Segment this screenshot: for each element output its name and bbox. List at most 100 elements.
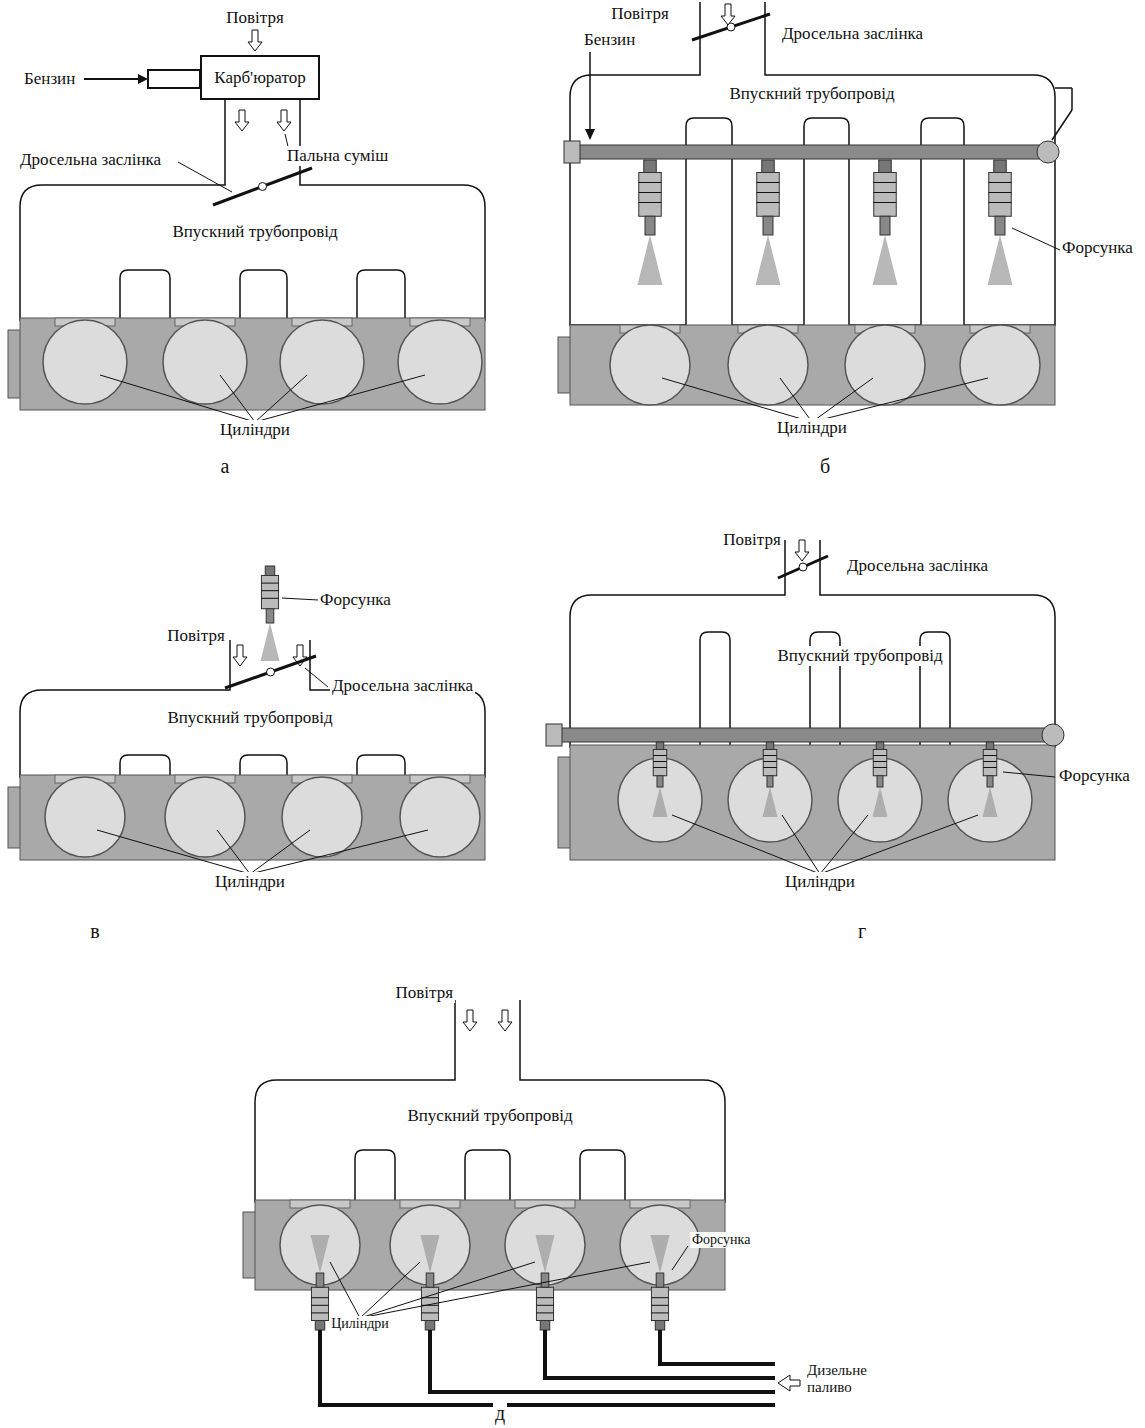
vacuum-line — [1071, 88, 1073, 110]
leader-line — [360, 1262, 650, 1318]
throttle-axis — [259, 183, 267, 191]
part-label: Повітря — [721, 530, 782, 550]
fuel-spray — [536, 1235, 555, 1273]
fuel-rail — [578, 145, 1040, 159]
cylinder — [728, 325, 808, 405]
injector-band — [639, 202, 662, 203]
air-arrow — [233, 645, 247, 666]
injector-band — [983, 767, 997, 768]
injector-nozzle — [767, 776, 773, 787]
injector-body — [873, 750, 887, 776]
injector-band — [757, 182, 780, 183]
injector-body — [261, 576, 278, 609]
leader-line — [820, 815, 978, 874]
part-label: Дросельна заслінка — [845, 556, 990, 576]
injector-band — [651, 1312, 668, 1313]
injector-body — [874, 173, 897, 217]
injector-band — [651, 1305, 668, 1306]
throttle-axis — [799, 563, 807, 571]
injector-band — [536, 1305, 553, 1306]
panel-letter: в — [88, 920, 101, 943]
part-label: Циліндри — [329, 1316, 391, 1332]
cylinder — [505, 1205, 585, 1285]
injector-inlet — [425, 1321, 435, 1331]
part-label: Форсунка — [1060, 238, 1135, 258]
cylinder — [163, 320, 247, 404]
pressure-regulator — [1037, 141, 1059, 163]
injector-body — [536, 1287, 553, 1320]
injector-inlet — [766, 742, 774, 750]
fuel-inlet — [148, 70, 200, 88]
cylinder — [400, 777, 480, 857]
injector-band — [653, 761, 667, 762]
injector-body — [639, 173, 662, 217]
part-label: Впускний трубопровід — [170, 222, 339, 242]
injector-band — [311, 1312, 328, 1313]
part-label: Форсунка — [318, 590, 393, 610]
injector-body — [757, 173, 780, 217]
leader-line — [360, 1262, 420, 1318]
part-label: Дросельна заслінка — [330, 676, 475, 696]
fuel-spray — [873, 787, 888, 817]
injector-inlet — [315, 1321, 325, 1331]
fuel-arrow — [778, 1375, 800, 1391]
cylinder — [845, 325, 925, 405]
injector-band — [311, 1305, 328, 1306]
injector-band — [639, 182, 662, 183]
engine-block — [570, 325, 1055, 405]
leader-line — [305, 668, 328, 687]
injector-body — [763, 750, 777, 776]
injector-band — [873, 767, 887, 768]
injector-inlet — [762, 160, 775, 173]
part-label: Форсунка — [690, 1232, 752, 1248]
part-label: Циліндри — [218, 420, 292, 440]
part-label: Впускний трубопровід — [405, 1106, 574, 1126]
intake-manifold — [570, 2, 1055, 325]
leader-line — [360, 1262, 535, 1318]
throttle-plate — [778, 556, 828, 578]
leader-line — [780, 378, 812, 422]
injector-band — [983, 755, 997, 756]
intake-manifold — [570, 540, 1055, 747]
injector-inlet — [986, 742, 994, 750]
injector-band — [536, 1297, 553, 1298]
air-arrow — [498, 1010, 512, 1031]
fuel-spray — [983, 787, 998, 817]
cylinder — [398, 320, 482, 404]
leader-line — [672, 815, 820, 874]
fuel-spray — [988, 235, 1013, 285]
injector-band — [874, 202, 897, 203]
injector-inlet — [994, 160, 1007, 173]
part-label: Циліндри — [783, 872, 857, 892]
injector-band — [989, 192, 1012, 193]
fuel-line — [660, 1330, 775, 1364]
leader-line — [220, 375, 255, 422]
fuel-spray — [763, 787, 778, 817]
injector-nozzle — [316, 1273, 324, 1287]
injector-inlet — [655, 1321, 665, 1331]
panel-letter: д — [493, 1402, 507, 1425]
injector-band — [983, 761, 997, 762]
fuel-arrow — [84, 78, 140, 80]
carburetor-box: Карб'юратор — [200, 55, 320, 100]
leader-line — [1003, 772, 1055, 777]
part-label: Впускний трубопровід — [727, 84, 896, 104]
leader-line — [662, 378, 812, 422]
leader-line — [282, 598, 318, 600]
pressure-regulator — [1042, 724, 1064, 746]
injector-inlet — [540, 1321, 550, 1331]
leader-line — [178, 162, 232, 192]
fuel-arrow — [589, 52, 591, 130]
air-arrow — [721, 4, 735, 25]
injector-body — [983, 750, 997, 776]
injector-body — [421, 1287, 438, 1320]
engine-block — [20, 775, 485, 860]
air-arrow — [235, 110, 249, 131]
injector-body — [311, 1287, 328, 1320]
fuel-line — [320, 1330, 775, 1405]
injector-nozzle — [645, 216, 655, 235]
cylinder — [280, 1205, 360, 1285]
cylinder — [45, 777, 125, 857]
injector-band — [989, 202, 1012, 203]
